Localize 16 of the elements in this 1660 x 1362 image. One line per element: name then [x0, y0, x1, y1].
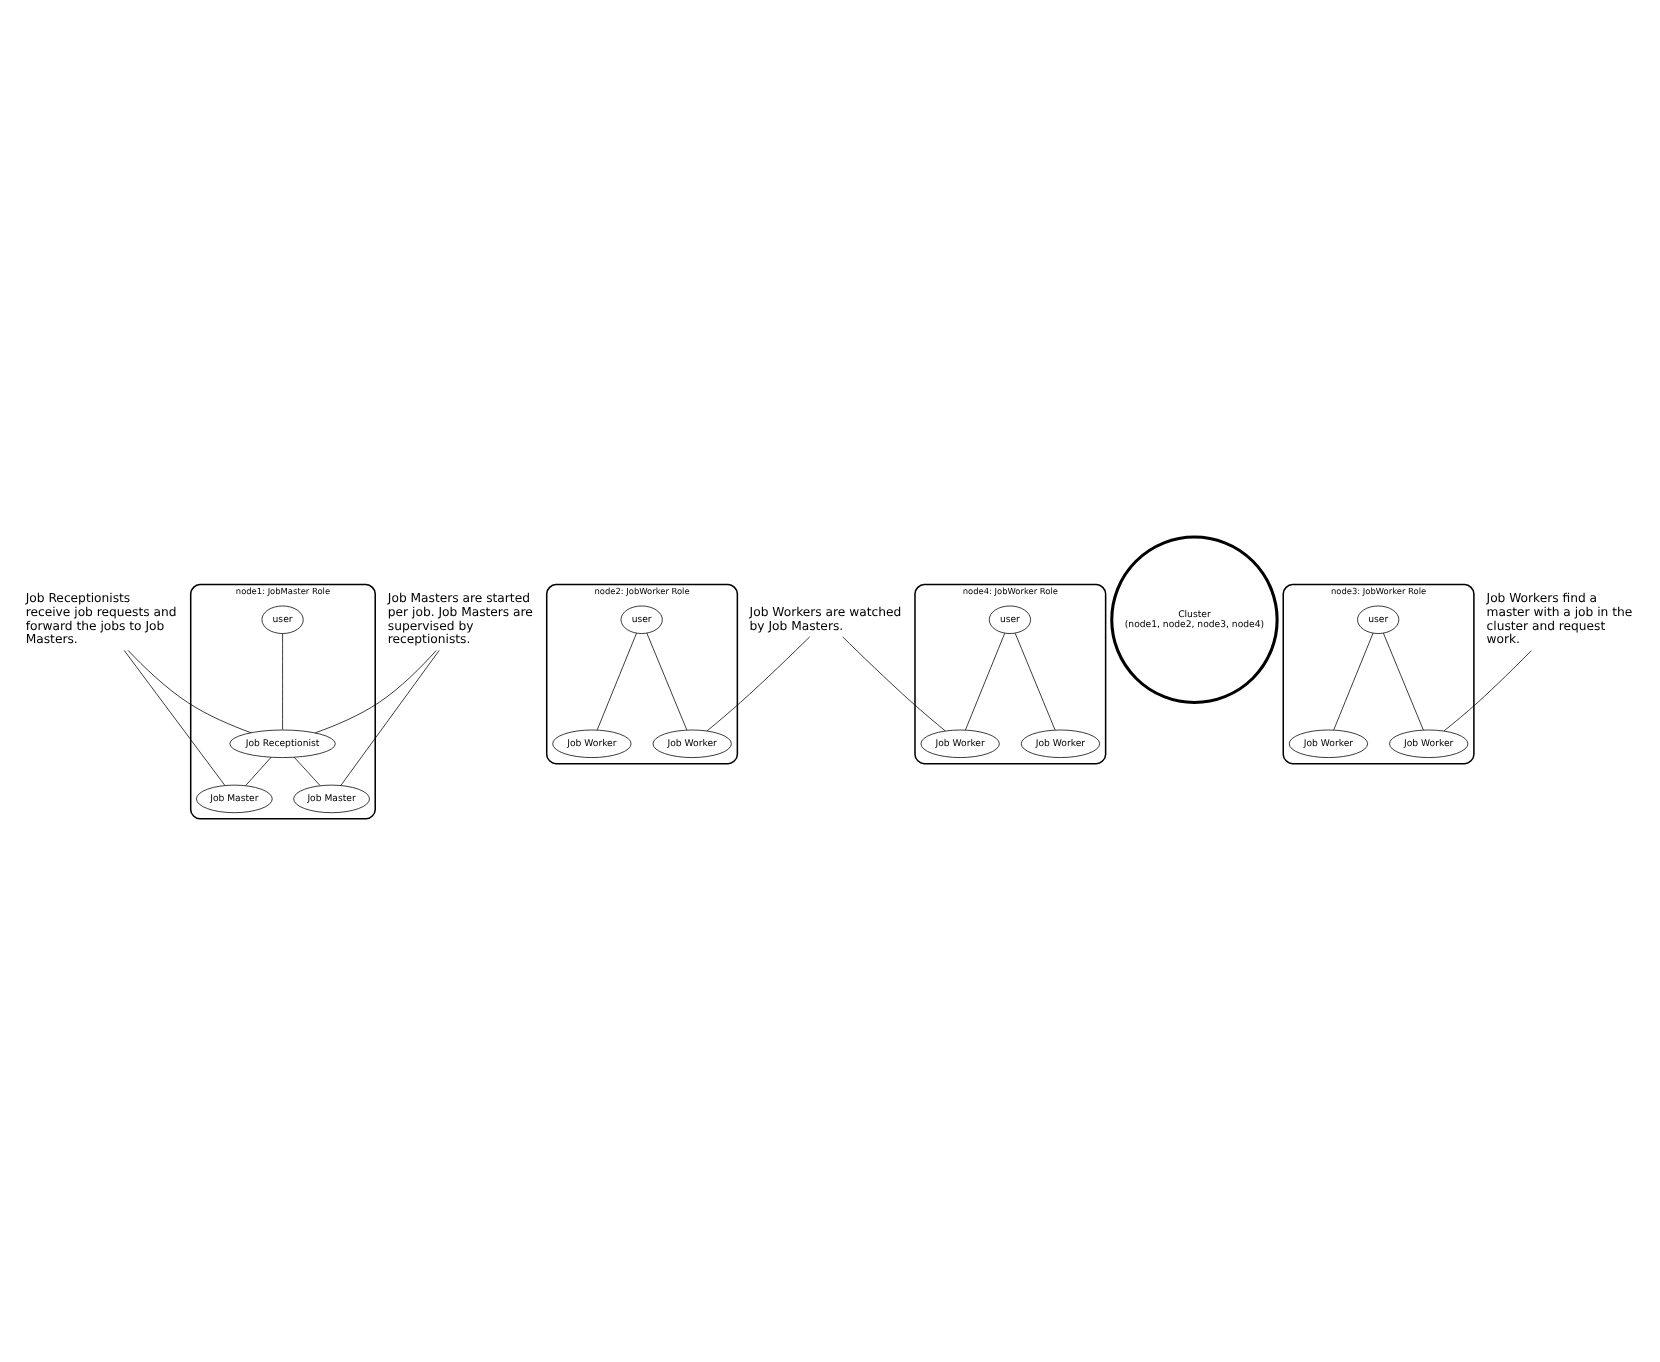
connector	[1333, 632, 1374, 731]
connector	[123, 650, 226, 786]
connector	[127, 650, 252, 734]
connector	[646, 632, 688, 731]
connector	[282, 633, 283, 730]
connector	[1383, 632, 1424, 731]
connector	[1014, 632, 1056, 731]
connector	[842, 636, 946, 732]
connector	[293, 756, 321, 786]
connector	[706, 636, 811, 732]
connector	[314, 650, 437, 734]
connector	[965, 632, 1006, 731]
connector	[1443, 650, 1532, 732]
connector	[245, 756, 272, 786]
connector	[596, 632, 637, 731]
connector	[340, 650, 440, 786]
